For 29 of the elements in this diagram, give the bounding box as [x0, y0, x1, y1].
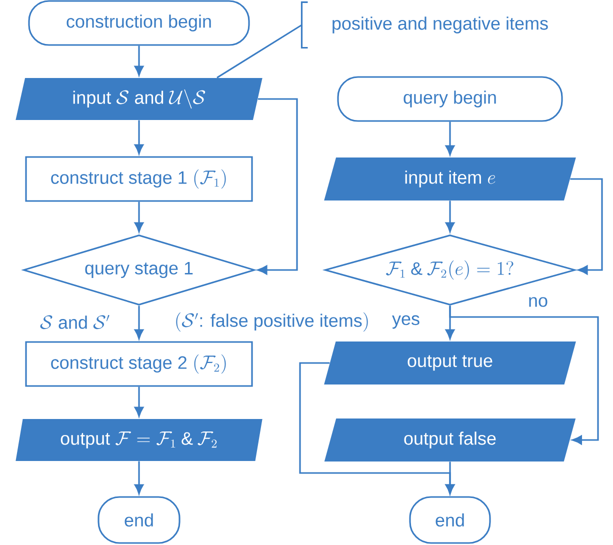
arrow — [134, 461, 144, 494]
edge-label: $\mathcal{S} \text{ and } \mathcal{S}'$ — [38, 314, 112, 330]
terminal-box: query begin — [337, 76, 563, 122]
arrow — [134, 386, 144, 417]
arrow — [134, 202, 144, 232]
io-parallelogram: output true — [324, 342, 576, 384]
arrow — [257, 98, 298, 275]
arrow — [134, 120, 144, 154]
terminal-box: end — [409, 496, 491, 544]
arrow — [449, 306, 599, 445]
leader-line — [216, 24, 302, 78]
io-parallelogram: $\text{input } \mathcal{S} \text{ and } \mathcal{U}\backslash\mathcal{S}$ — [16, 78, 262, 120]
edge-label: yes — [390, 314, 422, 330]
process-box: $\text{construct stage 2 } (\mathcal{F}_2)$ — [25, 341, 253, 387]
note-text: $(\mathcal{S}'\text{: false positive items})$ — [172, 311, 372, 333]
terminal-box: end — [98, 496, 180, 544]
arrow — [134, 46, 144, 76]
process-box: $\text{construct stage 1 } (\mathcal{F}_1)$ — [25, 156, 253, 202]
arrow — [445, 200, 455, 232]
arrow — [445, 122, 455, 156]
arrow — [134, 306, 144, 340]
io-parallelogram: $\text{input item } e$ — [324, 158, 576, 200]
edge-label: no — [526, 296, 550, 308]
io-parallelogram: output false — [324, 418, 576, 462]
arrow — [570, 178, 603, 275]
annotation-text: positive and negative items — [300, 1, 548, 49]
arrow — [445, 462, 455, 494]
io-parallelogram: $\text{output } \mathcal{F} = \mathcal{F}_1 \mathbin{\&} \mathcal{F}_2$ — [16, 419, 262, 461]
terminal-box: construction begin — [28, 0, 250, 46]
